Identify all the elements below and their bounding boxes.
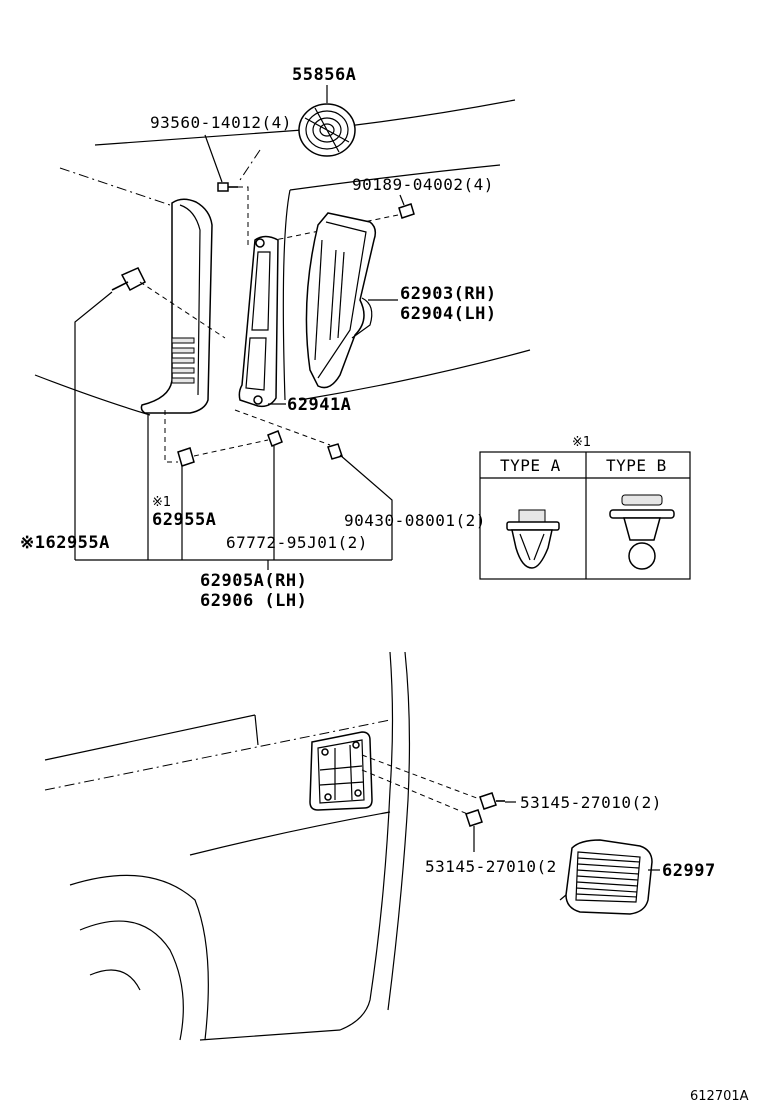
label-62941a: 62941A [287,395,351,415]
label-90430: 90430-08001(2) [344,511,486,530]
grille-cover-62997 [559,839,653,915]
clip-table-mark: ※1 [572,435,591,450]
air-duct-62903 [305,212,377,389]
clip-type-table: ※1 TYPE A TYPE B [479,435,691,580]
clip-67772 [267,430,283,447]
vent-grille-55856a [298,103,356,157]
label-62997: 62997 [662,861,716,881]
garnish-slots [171,337,195,384]
clip-type-b-drawing [609,494,675,570]
clip-62955a-left [111,267,146,292]
label-53145-upper: 53145-27010(2) [520,793,662,812]
label-62955a-left: ※162955A [20,533,110,553]
rear-body-edge [199,651,394,1041]
clip-62955a-lower [177,447,195,467]
label-90189: 90189-04002(4) [352,175,494,194]
label-62905a: 62905A(RH) [200,571,307,591]
clip-90189 [398,203,415,219]
lower-assembly [44,651,660,1041]
pillar-top-line [289,164,501,191]
dash-90189 [274,214,399,241]
upper-assembly [34,85,531,570]
screw-93560 [217,182,238,192]
label-55856a: 55856A [292,65,356,85]
label-93560: 93560-14012(4) [150,113,292,132]
dash-67772 [234,409,331,446]
leader-90189 [399,194,405,206]
label-67772: 67772-95J01(2) [226,533,368,552]
dash-93560 [238,186,249,245]
pillar-edge-line [282,189,291,401]
clip-type-a-drawing [506,509,560,569]
wheel-arch-outer [69,874,209,1041]
roof-centerline [239,149,261,181]
label-62955a-mark: ※1 [152,495,171,510]
dash-upper-fastener [361,754,483,801]
bed-line-upper [44,714,256,761]
body-centerline-upper [59,167,171,206]
clip-table-type-b: TYPE B [606,456,667,475]
label-62904: 62904(LH) [400,304,497,324]
wheel-arch-inner [79,920,184,1041]
clip-table-type-a: TYPE A [500,456,561,475]
rear-body-edge-outer [387,651,411,1011]
leaders-62905a [75,415,392,570]
wheel-arch-innermost [89,969,141,991]
label-62906: 62906 (LH) [200,591,307,611]
bed-corner [254,714,259,746]
leader-62955a-left [74,291,113,560]
leader-90430 [339,454,393,560]
body-lower-line [34,374,151,416]
dash-62955a-left [139,281,226,339]
dash-lower-fastener [361,769,471,816]
figure-code: 612701A [690,1089,749,1104]
clip-90430 [327,443,343,460]
label-62903: 62903(RH) [400,284,497,304]
fastener-53145-upper [479,792,505,810]
side-line-mid [189,811,391,856]
body-lower-line-right [299,349,531,401]
fastener-53145-lower [465,809,483,827]
pillar-garnish-62905a [140,198,213,414]
dash-clip-to-67772 [193,439,269,457]
leader-93560 [204,134,223,183]
label-62955a: 62955A [152,510,216,530]
mounting-plate [309,731,373,811]
gasket-62941a [238,235,279,408]
label-53145-lower: 53145-27010(2 [425,857,557,876]
dash-62955a-lower [164,410,178,463]
